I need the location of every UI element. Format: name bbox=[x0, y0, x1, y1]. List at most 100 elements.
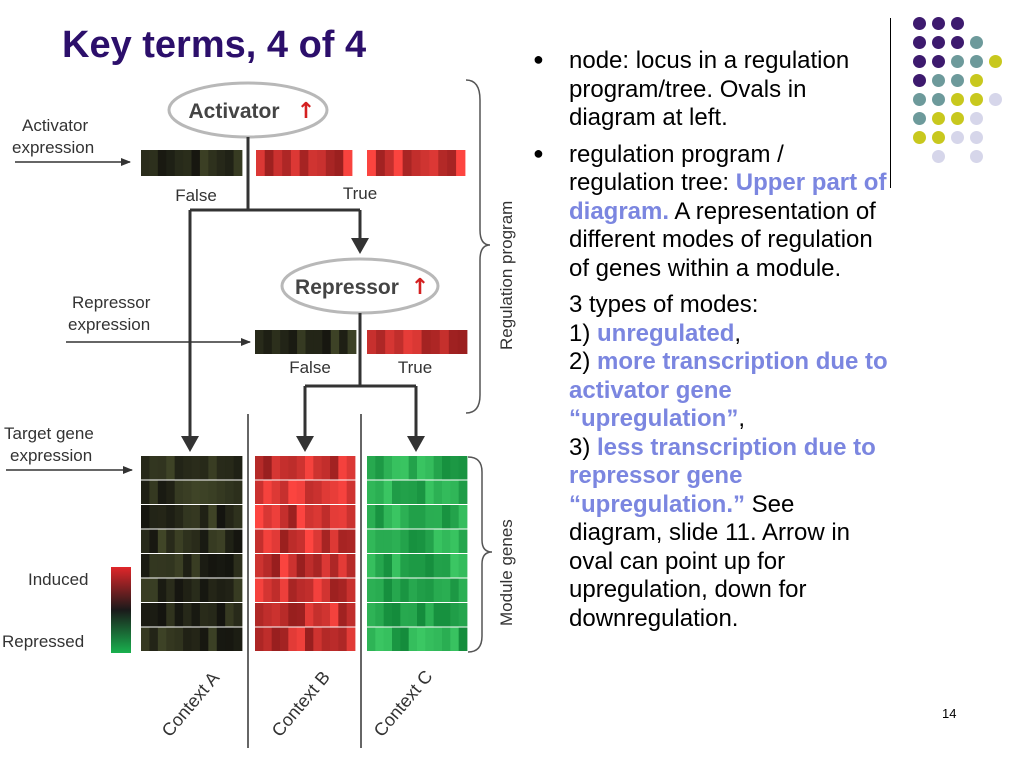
heatmap-cell bbox=[330, 627, 339, 651]
slide-body: ● node: locus in a regulation program/tr… bbox=[531, 47, 891, 633]
heatmap-cell bbox=[290, 150, 301, 176]
regulation-program-brace bbox=[465, 79, 491, 414]
heatmap-cell bbox=[383, 456, 393, 480]
heatmap-cell bbox=[343, 150, 353, 176]
heatmap-cell bbox=[216, 150, 226, 176]
heatmap-cell bbox=[208, 529, 218, 553]
heatmap-cell bbox=[199, 627, 209, 651]
heatmap-cell bbox=[157, 554, 167, 578]
heatmap-cell bbox=[208, 505, 218, 529]
heatmap-cell bbox=[288, 330, 298, 354]
heatmap-cell bbox=[321, 578, 331, 602]
decor-dot bbox=[970, 112, 983, 125]
decor-dot bbox=[970, 131, 983, 144]
highlight-text: Upper part of diagram. bbox=[569, 169, 887, 225]
heatmap-cell bbox=[383, 480, 393, 504]
mode-1-highlight: unregulated bbox=[597, 319, 735, 347]
heatmap-cell bbox=[338, 456, 348, 480]
module-genes-brace bbox=[467, 456, 493, 653]
heatmap-cell bbox=[157, 627, 167, 651]
heatmap-cell bbox=[141, 578, 150, 602]
heatmap-cell bbox=[450, 480, 460, 504]
heatmap-cell bbox=[296, 480, 306, 504]
heatmap-cell bbox=[199, 480, 209, 504]
repressor-false-label: False bbox=[289, 358, 331, 377]
heatmap-cell bbox=[330, 578, 339, 602]
heatmap-cell bbox=[183, 627, 192, 651]
heatmap-cell bbox=[383, 603, 393, 627]
heatmap-cell bbox=[375, 456, 385, 480]
repressor-label: Repressor bbox=[295, 276, 399, 299]
heatmap-cell bbox=[174, 627, 184, 651]
heatmap-cell bbox=[458, 578, 468, 602]
heatmap-cell bbox=[338, 578, 348, 602]
heatmap-cell bbox=[288, 603, 298, 627]
heatmap-cell bbox=[216, 529, 226, 553]
heatmap-cell bbox=[447, 150, 457, 176]
heatmap-cell bbox=[392, 456, 401, 480]
heatmap-cell bbox=[263, 456, 273, 480]
heatmap-cell bbox=[383, 578, 393, 602]
mode-2-highlight: more transcription due to activator gene… bbox=[569, 348, 888, 432]
decor-dot bbox=[932, 36, 945, 49]
heatmap-cell bbox=[417, 456, 426, 480]
activator-true-label: True bbox=[343, 184, 377, 203]
heatmap-cell bbox=[400, 456, 410, 480]
heatmap-cell bbox=[255, 480, 264, 504]
heatmap-cell bbox=[288, 456, 298, 480]
arrow-to-context-b bbox=[296, 436, 314, 452]
heatmap-cell bbox=[338, 505, 348, 529]
heatmap-cell bbox=[433, 603, 443, 627]
heatmap-cell bbox=[346, 554, 356, 578]
heatmap-cell bbox=[321, 505, 331, 529]
heatmap-cell bbox=[442, 578, 451, 602]
heatmap-cell bbox=[166, 554, 176, 578]
heatmap-cell bbox=[313, 578, 323, 602]
heatmap-cell bbox=[375, 529, 385, 553]
heatmap-cell bbox=[183, 529, 192, 553]
heatmap-cell bbox=[233, 505, 243, 529]
heatmap-cell bbox=[225, 578, 234, 602]
heatmap-cell bbox=[313, 529, 323, 553]
heatmap-cell bbox=[208, 480, 218, 504]
heatmap-cell bbox=[174, 505, 184, 529]
heatmap-cell bbox=[174, 603, 184, 627]
heatmap-cell bbox=[299, 150, 309, 176]
legend-induced-label: Induced bbox=[28, 570, 89, 589]
heatmap-cell bbox=[157, 578, 167, 602]
heatmap-cell bbox=[392, 554, 401, 578]
heatmap-cell bbox=[199, 603, 209, 627]
mode-2-post: , bbox=[738, 405, 745, 432]
module-genes-label: Module genes bbox=[497, 519, 516, 626]
heatmap-cell bbox=[183, 554, 192, 578]
heatmap-cell bbox=[338, 554, 348, 578]
heatmap-cell bbox=[282, 150, 292, 176]
heatmap-cell bbox=[216, 480, 226, 504]
heatmap-cell bbox=[313, 603, 323, 627]
decor-dot bbox=[970, 93, 983, 106]
heatmap-cell bbox=[346, 480, 356, 504]
heatmap-cell bbox=[367, 603, 376, 627]
decor-dot bbox=[932, 93, 945, 106]
heatmap-cell bbox=[412, 330, 422, 354]
heatmap-cell bbox=[263, 480, 273, 504]
heatmap-cell bbox=[149, 578, 159, 602]
heatmap-cell bbox=[199, 529, 209, 553]
heatmap-cell bbox=[442, 456, 451, 480]
heatmap-cell bbox=[141, 150, 150, 176]
heatmap-cell bbox=[400, 480, 410, 504]
heatmap-cell bbox=[450, 578, 460, 602]
heatmap-cell bbox=[383, 627, 393, 651]
heatmap-cell bbox=[338, 627, 348, 651]
heatmap-cell bbox=[280, 578, 289, 602]
heatmap-cell bbox=[225, 529, 234, 553]
heatmap-cell bbox=[183, 150, 192, 176]
divider-line bbox=[890, 18, 891, 188]
heatmap-cell bbox=[450, 627, 460, 651]
heatmap-cell bbox=[280, 456, 289, 480]
context-b-heatmap bbox=[255, 456, 356, 651]
mode-number: 1) bbox=[569, 319, 598, 347]
heatmap-cell bbox=[233, 603, 243, 627]
heatmap-cell bbox=[442, 603, 451, 627]
heatmap-cell bbox=[433, 627, 443, 651]
